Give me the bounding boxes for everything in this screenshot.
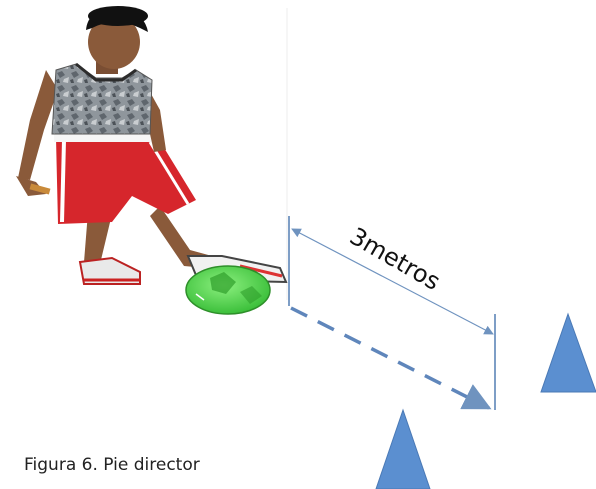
pass-path-dashed-arrow xyxy=(290,306,492,410)
cone-right xyxy=(540,312,596,393)
cone-bottom xyxy=(375,408,431,489)
player-figure xyxy=(16,6,288,285)
distance-arrow xyxy=(291,228,494,335)
soccer-ball xyxy=(185,265,271,315)
figure-caption: Figura 6. Pie director xyxy=(24,455,200,475)
